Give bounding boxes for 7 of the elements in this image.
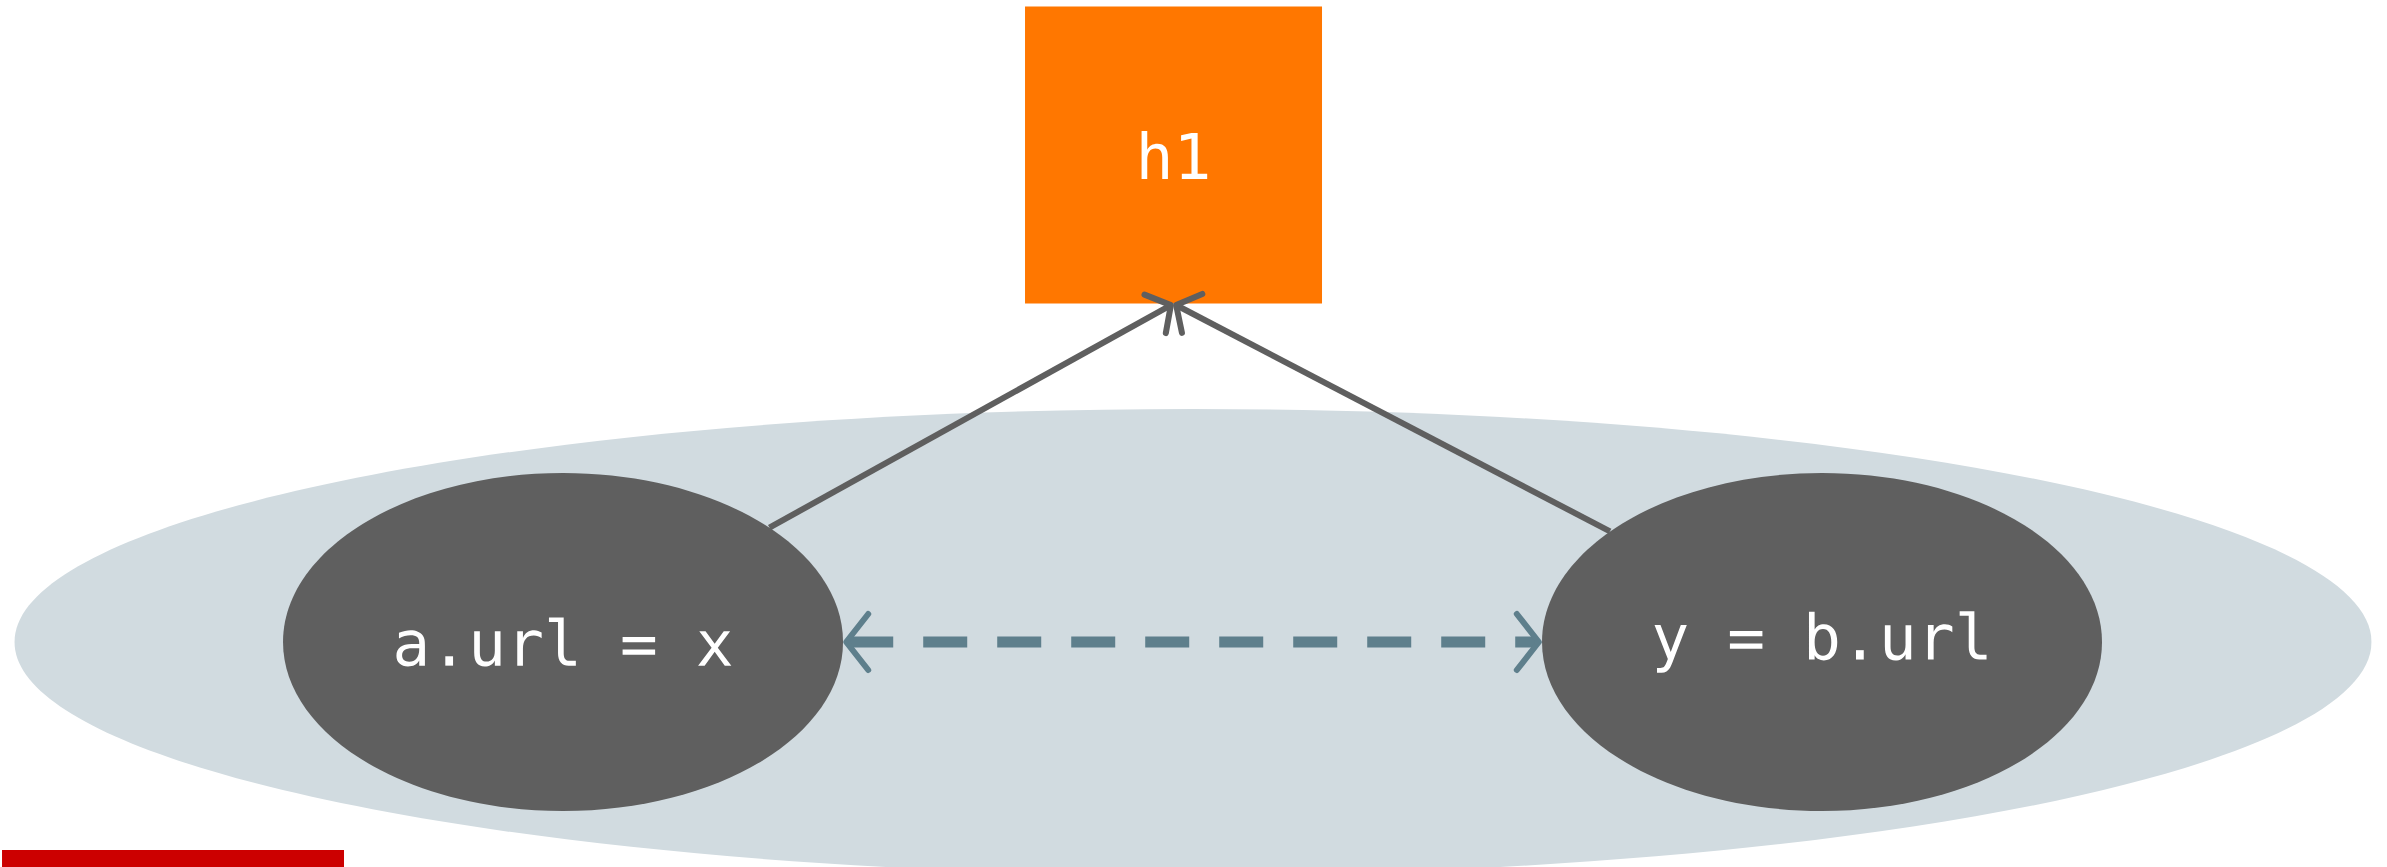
arrow <box>1173 290 1612 535</box>
ellipse-node: a.url = x <box>283 473 843 811</box>
ellipse-node: y = b.url <box>1542 473 2102 811</box>
square-box: h1 <box>1025 6 1322 304</box>
arrow <box>768 291 1174 531</box>
bar <box>2 850 344 867</box>
arrow <box>843 611 1542 673</box>
